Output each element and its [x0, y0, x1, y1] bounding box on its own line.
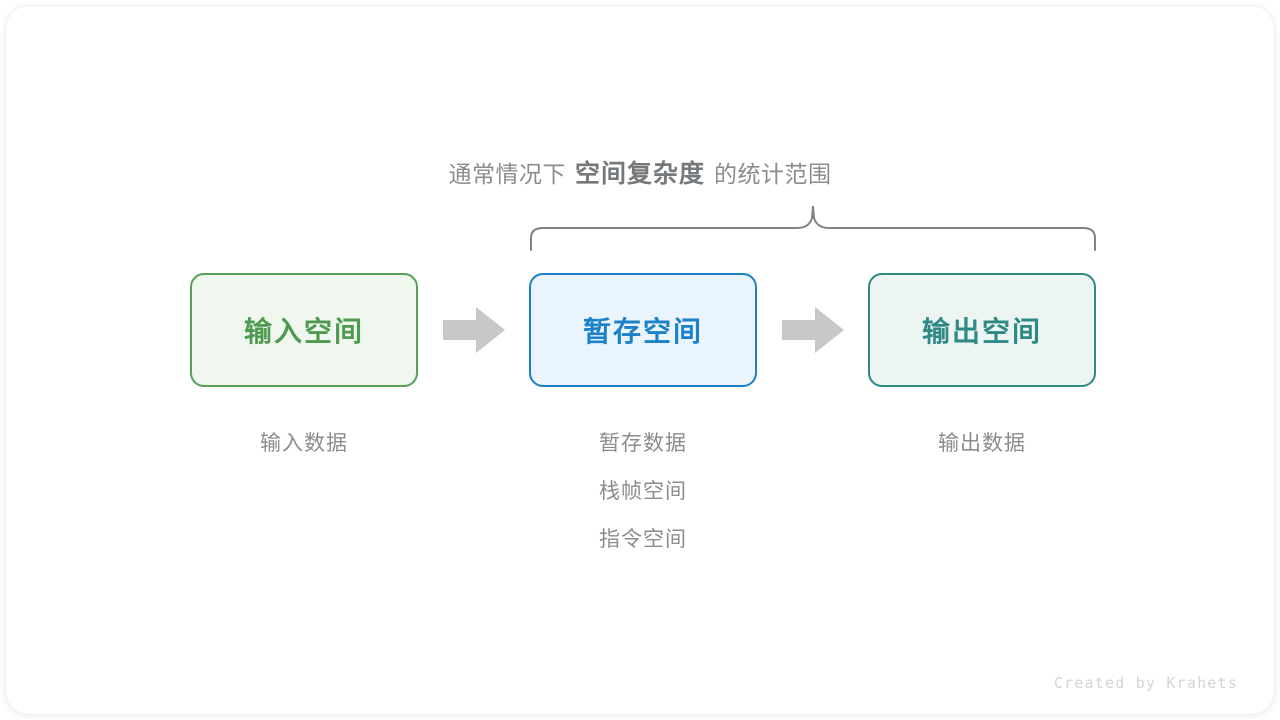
box-temp-space-label: 暂存空间: [582, 316, 703, 347]
caption-output-0: 输出数据: [938, 432, 1026, 455]
caption-col-input: 输入数据: [190, 420, 418, 468]
arrow-slot-2: [757, 307, 868, 353]
caption-temp-2: 指令空间: [599, 528, 687, 551]
caption-temp-0: 暂存数据: [599, 432, 687, 455]
box-input-space[interactable]: 输入空间: [190, 273, 418, 387]
caption-temp-1: 栈帧空间: [599, 480, 687, 503]
scope-label: 通常情况下空间复杂度的统计范围: [6, 154, 1274, 190]
curly-brace: [521, 202, 1111, 259]
right-arrow-icon: [442, 307, 505, 353]
scope-label-lead: 通常情况下: [448, 161, 566, 187]
box-output-space-label: 输出空间: [921, 316, 1042, 347]
right-arrow-icon: [781, 307, 844, 353]
diagram-stage: 通常情况下空间复杂度的统计范围 输入空间 暂存空间: [6, 6, 1274, 714]
curly-brace-icon: [530, 205, 1096, 251]
box-temp-space[interactable]: 暂存空间: [529, 273, 757, 387]
credit-text: Created by Krahets: [1053, 674, 1238, 692]
box-output-space[interactable]: 输出空间: [868, 273, 1096, 387]
caption-input-0: 输入数据: [260, 432, 348, 455]
scope-label-tail: 的统计范围: [714, 161, 832, 187]
diagram-card: 通常情况下空间复杂度的统计范围 输入空间 暂存空间: [6, 6, 1274, 714]
box-input-space-label: 输入空间: [243, 316, 364, 347]
caption-col-temp: 暂存数据 栈帧空间 指令空间: [529, 420, 757, 564]
caption-col-output: 输出数据: [868, 420, 1096, 468]
scope-label-emphasis: 空间复杂度: [574, 160, 705, 188]
arrow-slot-1: [418, 307, 529, 353]
space-flow-row: 输入空间 暂存空间 输出空间: [190, 272, 1096, 388]
caption-row: 输入数据 暂存数据 栈帧空间 指令空间 输出数据: [190, 420, 1096, 564]
